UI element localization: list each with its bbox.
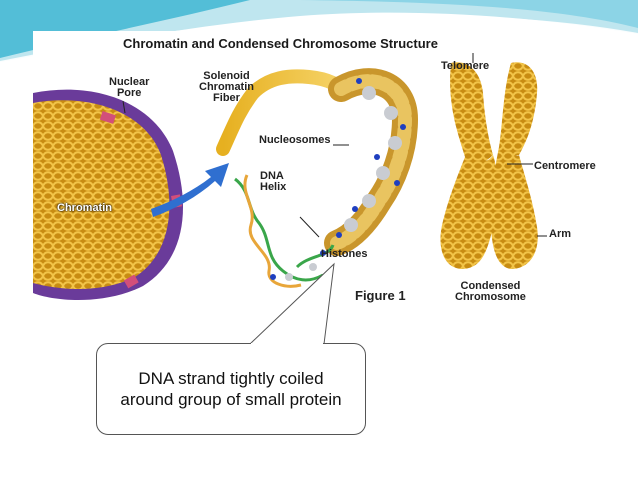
chromosome-figure: Chromatin and Condensed Chromosome Struc… [33, 31, 611, 309]
callout-text: DNA strand tightly coiled around group o… [120, 369, 342, 409]
nuclear-pore-icon [123, 274, 139, 289]
dna-helix [234, 174, 335, 288]
nucleus [33, 89, 183, 301]
label-condensed-chromosome: Condensed Chromosome [455, 280, 526, 303]
label-nucleosomes: Nucleosomes [259, 134, 331, 146]
label-dna-helix: DNA Helix [260, 170, 287, 193]
condensed-chromosome [440, 62, 538, 269]
zoom-arrow-icon [151, 163, 229, 217]
label-solenoid-fiber: Solenoid Chromatin Fiber [199, 70, 254, 104]
callout-box: DNA strand tightly coiled around group o… [96, 343, 366, 435]
label-nuclear-pore: Nuclear Pore [109, 76, 150, 99]
label-chromatin: Chromatin [57, 202, 112, 214]
figure-title: Chromatin and Condensed Chromosome Struc… [123, 36, 438, 51]
nucleosome-coil [324, 68, 419, 256]
label-arm: Arm [549, 228, 572, 240]
figure-caption: Figure 1 [355, 288, 406, 303]
label-centromere: Centromere [534, 160, 596, 172]
nuclear-pore-icon [99, 111, 116, 124]
label-histones: Histones [321, 248, 368, 260]
label-telomere: Telomere [441, 60, 490, 72]
figure-illustration [33, 53, 547, 301]
